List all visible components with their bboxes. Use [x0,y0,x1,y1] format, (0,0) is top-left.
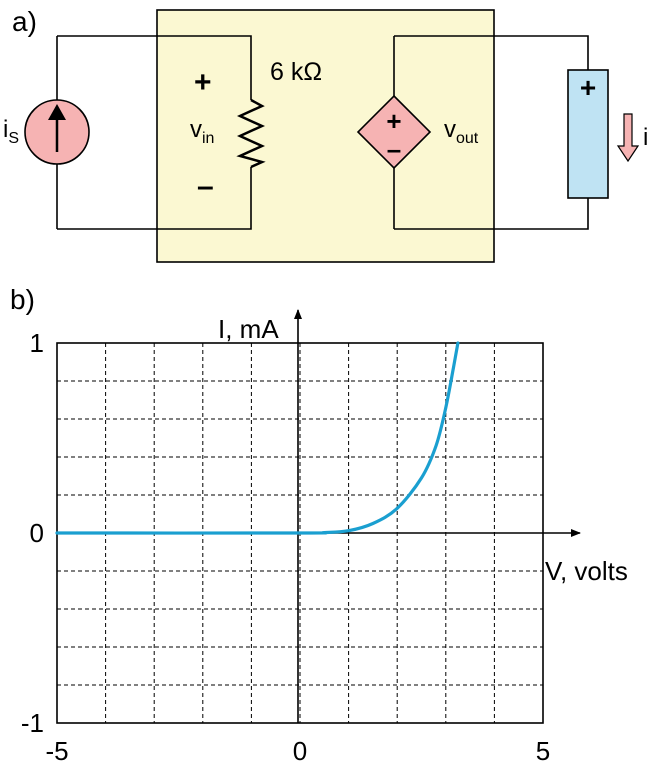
x-tick-label: 0 [293,736,307,766]
tick-labels: -5 0 5 -1 0 1 [21,328,550,766]
source-label: iS [3,116,19,147]
wires [56,35,589,230]
y-tick-label: 1 [30,328,44,358]
dep-minus-sign: – [387,134,401,164]
y-tick-label: -1 [21,708,44,738]
resistor-value: 6 kΩ [270,58,322,86]
resistor-icon [236,98,266,169]
down-arrow-icon [616,113,640,163]
iv-curve [55,341,460,535]
dependent-source-diamond [356,94,432,170]
x-axis-label: V, volts [545,556,628,586]
series [55,341,460,535]
vin-minus-sign: – [197,170,214,203]
dependent-voltage-source: + – [356,94,432,170]
wire-top-left [57,35,252,100]
iv-chart: b) I, mA V, volts -5 0 5 -1 0 1 [10,284,628,766]
part-a-label: a) [12,6,37,37]
load-plus-sign: + [580,72,596,103]
load-current-label: i [643,124,648,151]
dep-plus-sign: + [386,106,401,136]
wire-top-right [394,35,589,70]
circuit-diagram: a) iS 6 kΩ + – vin [3,6,648,263]
y-axis-label: I, mA [218,314,279,344]
wire-bottom-right [394,198,589,230]
vin-label: vin [190,116,214,147]
x-tick-label: -5 [45,736,68,766]
y-tick-label: 0 [30,518,44,548]
wire-bottom-left [57,167,252,230]
up-arrow-icon [48,104,66,120]
vout-label: vout [444,116,479,147]
vin-plus-sign: + [194,66,212,99]
current-source [24,99,90,165]
part-b-label: b) [10,284,35,315]
amplifier-box [156,9,495,263]
load-device [567,69,609,199]
x-tick-label: 5 [536,736,550,766]
